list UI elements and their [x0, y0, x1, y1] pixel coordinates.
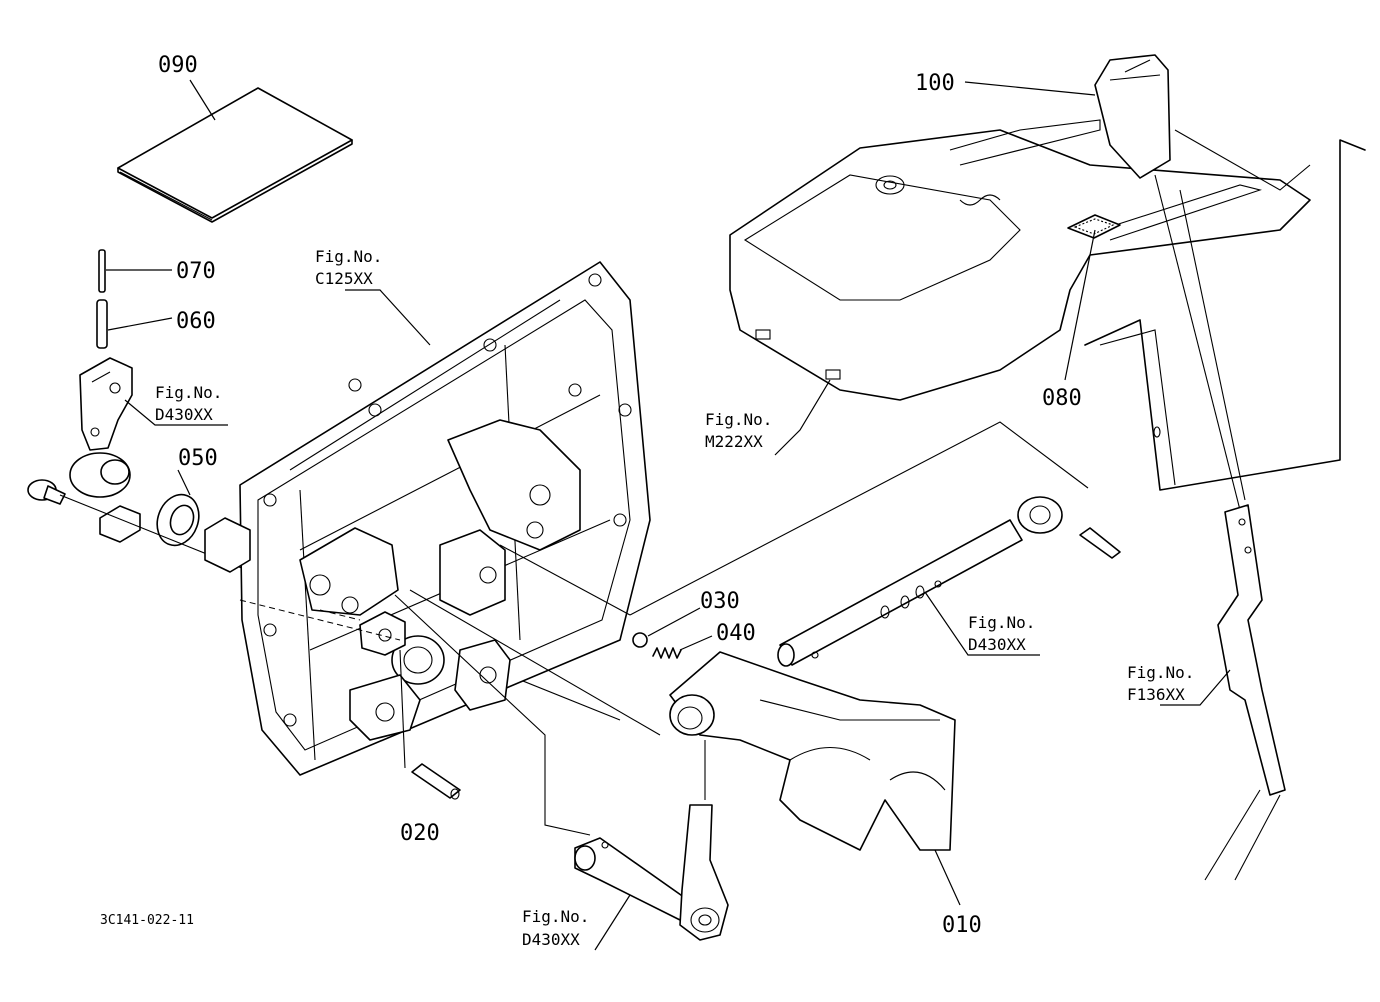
part-number-030: 030: [700, 589, 740, 614]
leader-100: [964, 81, 1096, 96]
leader-d430-top: [124, 399, 228, 426]
part-070-pin: [98, 249, 106, 293]
part-number-070: 070: [176, 259, 216, 284]
shift-lever-arm-lower: [574, 804, 729, 941]
fender-cover-panel: [729, 119, 1311, 401]
fig-label-c125: Fig.No.: [315, 247, 382, 266]
part-020-spring-pin: [411, 763, 461, 800]
part-100-lever-knob: [1094, 54, 1171, 179]
leader-d430-right: [924, 591, 1040, 656]
leader-010: [934, 849, 961, 906]
leader-040: [679, 635, 713, 651]
part-number-010: 010: [942, 913, 982, 938]
fig-label-m222: Fig.No.: [705, 410, 772, 429]
fig-ref-d430-bottom: D430XX: [522, 930, 580, 949]
leader-f136: [1160, 669, 1231, 706]
assembly-axis: [394, 594, 591, 836]
leader-050: [177, 469, 191, 496]
leader-030: [647, 607, 701, 637]
part-090-manual: [117, 87, 353, 223]
lock-plate: [99, 505, 141, 543]
hidden-line: [319, 609, 361, 621]
fig-ref-m222: M222XX: [705, 432, 763, 451]
leader-m222: [774, 379, 831, 456]
part-030-steel-ball: [632, 632, 648, 648]
part-040-spring: [652, 647, 682, 659]
part-number-040: 040: [716, 621, 756, 646]
assembly-axis: [499, 544, 631, 616]
hidden-line: [239, 599, 401, 641]
part-number-100: 100: [915, 71, 955, 96]
diagram-code: 3C141-022-11: [100, 913, 194, 928]
shift-rod: [777, 496, 1121, 667]
part-number-090: 090: [158, 53, 198, 78]
part-060-pin: [96, 299, 108, 349]
fig-label-d430-right: Fig.No.: [968, 613, 1035, 632]
fig-ref-d430-top: D430XX: [155, 405, 213, 424]
assembly-axis: [399, 649, 406, 769]
part-number-060: 060: [176, 309, 216, 334]
fig-label-f136: Fig.No.: [1127, 663, 1194, 682]
shift-lever-arm-left: [69, 357, 133, 498]
fig-ref-d430-right: D430XX: [968, 635, 1026, 654]
fender-side-bracket: [1084, 129, 1366, 501]
leader-060: [107, 317, 173, 331]
fig-ref-c125: C125XX: [315, 269, 373, 288]
part-050-oil-seal: [156, 493, 200, 547]
leader-080: [1064, 229, 1096, 381]
leader-090: [189, 79, 216, 121]
part-number-080: 080: [1042, 386, 1082, 411]
fig-label-d430-top: Fig.No.: [155, 383, 222, 402]
fig-label-d430-bottom: Fig.No.: [522, 907, 589, 926]
part-number-020: 020: [400, 821, 440, 846]
part-080-label: [1067, 214, 1121, 239]
fig-ref-f136: F136XX: [1127, 685, 1185, 704]
leader-c125: [345, 289, 431, 346]
leader-d430-bottom: [594, 894, 631, 951]
shift-lever-rod: [1154, 174, 1286, 881]
bolt: [27, 479, 66, 505]
assembly-axis: [409, 589, 661, 736]
transmission-housing-cover: [204, 261, 651, 776]
assembly-axis: [629, 421, 1089, 616]
part-010-shift-fork: [669, 651, 956, 851]
part-number-050: 050: [178, 446, 218, 471]
